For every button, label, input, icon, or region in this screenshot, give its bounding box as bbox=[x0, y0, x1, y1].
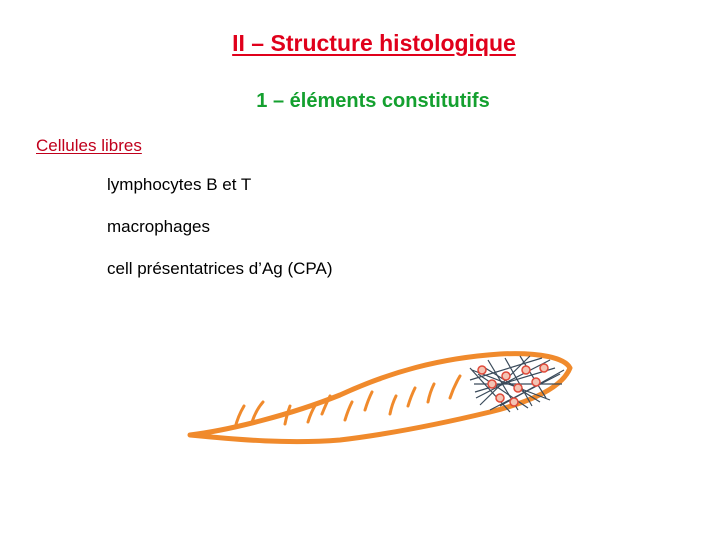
free-cells bbox=[477, 363, 549, 407]
cell-dot bbox=[501, 371, 511, 381]
cell-dot bbox=[487, 379, 497, 389]
cell-dot bbox=[513, 383, 523, 393]
slide-title: II – Structure histologique bbox=[232, 30, 516, 56]
reticular-network bbox=[469, 355, 565, 413]
cell-dot bbox=[539, 363, 549, 373]
cell-dot bbox=[531, 377, 541, 387]
cell-dot bbox=[477, 365, 487, 375]
list-item: lymphocytes B et T bbox=[107, 175, 252, 194]
cell-dot bbox=[495, 393, 505, 403]
list-item: macrophages bbox=[107, 217, 211, 236]
lymph-node-diagram bbox=[187, 351, 573, 445]
section-heading: Cellules libres bbox=[36, 136, 142, 155]
cell-dot bbox=[521, 365, 531, 375]
cell-dot bbox=[509, 397, 519, 407]
slide-subtitle: 1 – éléments constitutifs bbox=[256, 90, 490, 112]
list-item: cell présentatrices d’Ag (CPA) bbox=[107, 259, 333, 278]
cell-list: lymphocytes B et T macrophages cell prés… bbox=[107, 174, 333, 300]
capsule-outline bbox=[187, 351, 573, 445]
trabeculae bbox=[233, 374, 462, 430]
